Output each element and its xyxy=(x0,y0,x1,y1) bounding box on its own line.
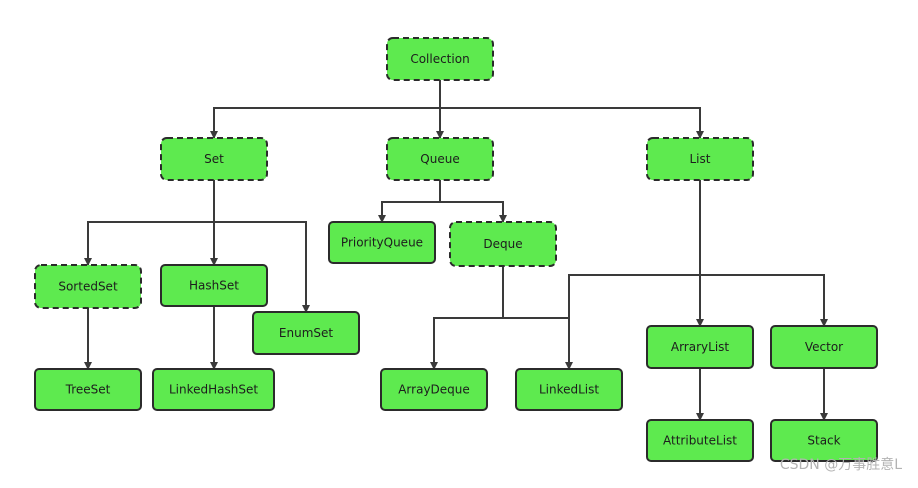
node-linkedlist: LinkedList xyxy=(515,368,623,411)
node-collection-label: Collection xyxy=(410,52,469,66)
node-set: Set xyxy=(160,137,268,181)
node-collection: Collection xyxy=(386,37,494,81)
node-linkedhashset-label: LinkedHashSet xyxy=(169,383,258,397)
node-priorityqueue: PriorityQueue xyxy=(328,221,436,264)
node-list: List xyxy=(646,137,754,181)
watermark-text: CSDN @万事胜意L xyxy=(779,457,902,473)
edge-collection-set xyxy=(210,80,441,139)
edge-deque-arraydeque xyxy=(430,266,504,370)
node-stack: Stack xyxy=(770,419,878,462)
node-treeset-label: TreeSet xyxy=(65,383,111,397)
node-enumset: EnumSet xyxy=(252,311,360,355)
node-linkedlist-label: LinkedList xyxy=(539,383,599,397)
node-vector-label: Vector xyxy=(805,340,843,354)
node-hashset-label: HashSet xyxy=(189,279,239,293)
edge-deque-linkedlist xyxy=(503,317,573,370)
node-arraylist-label: ArraryList xyxy=(671,340,730,354)
node-attributelist: AttributeList xyxy=(646,419,754,462)
edge-collection-list xyxy=(440,107,704,139)
node-deque: Deque xyxy=(449,221,557,267)
node-arraydeque: ArrayDeque xyxy=(380,368,488,411)
edge-set-enumset xyxy=(214,221,310,313)
node-treeset: TreeSet xyxy=(34,368,142,411)
node-linkedhashset: LinkedHashSet xyxy=(152,368,275,411)
edge-queue-priorityqueue xyxy=(378,180,441,223)
node-vector: Vector xyxy=(770,325,878,369)
node-set-label: Set xyxy=(204,152,224,166)
node-queue-label: Queue xyxy=(420,152,459,166)
node-arraydeque-label: ArrayDeque xyxy=(398,383,470,397)
node-attributelist-label: AttributeList xyxy=(663,434,737,448)
edge-list-linkedlist xyxy=(568,274,700,318)
node-enumset-label: EnumSet xyxy=(279,326,333,340)
node-arraylist: ArraryList xyxy=(646,325,754,369)
node-sortedset-label: SortedSet xyxy=(58,280,118,294)
node-hashset: HashSet xyxy=(160,264,268,307)
node-sortedset: SortedSet xyxy=(34,264,142,309)
node-queue: Queue xyxy=(386,137,494,181)
edges xyxy=(84,80,828,421)
edge-queue-deque xyxy=(440,201,507,223)
node-stack-label: Stack xyxy=(807,434,840,448)
node-list-label: List xyxy=(690,152,711,166)
node-deque-label: Deque xyxy=(483,237,522,251)
edge-set-sortedset xyxy=(84,180,215,266)
node-priorityqueue-label: PriorityQueue xyxy=(341,236,423,250)
edge-list-vector xyxy=(700,274,828,327)
